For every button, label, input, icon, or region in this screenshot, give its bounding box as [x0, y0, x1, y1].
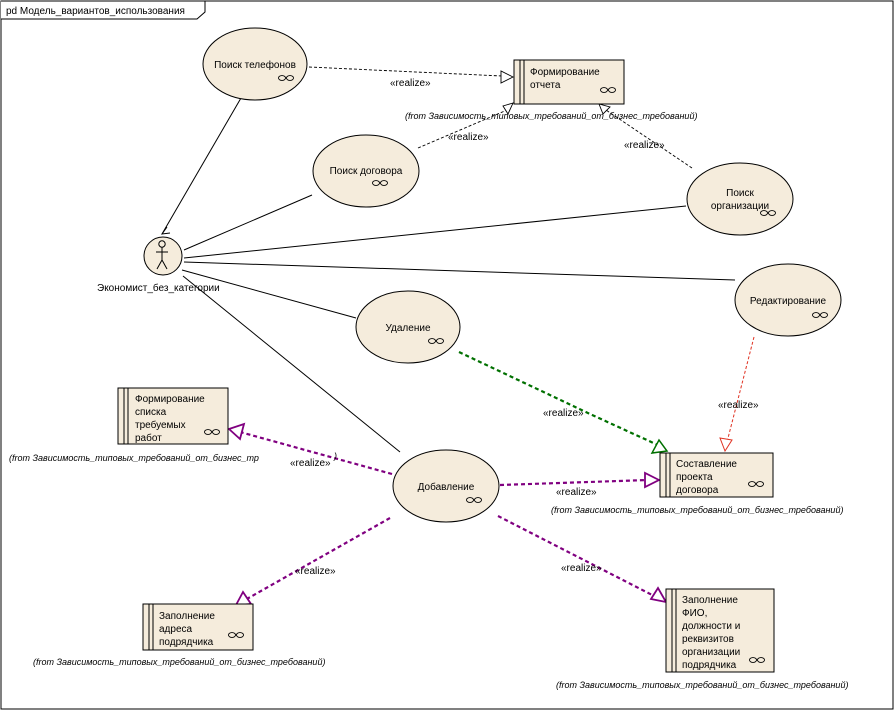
usecase-poisk-dogovora[interactable]: Поиск договора — [312, 134, 420, 208]
assoc-poisk-telefonov — [161, 97, 242, 235]
requirement-formirovanie-spiska[interactable]: Формирование списка требуемых работ — [117, 387, 229, 445]
requirement-formirovanie-otcheta[interactable]: Формирование отчета — [513, 59, 625, 105]
actor-head — [158, 240, 166, 248]
realize-green — [458, 351, 669, 454]
from-note: (from Зависимость_типовых_требований_от_… — [33, 657, 325, 667]
usecase-label: Удаление — [385, 323, 430, 334]
realize-arrowhead — [227, 422, 246, 441]
from-note: (from Зависимость_типовых_требований_от_… — [556, 680, 848, 690]
actor-ekonomist[interactable] — [143, 236, 183, 276]
usecase-label: Добавление — [418, 481, 475, 493]
requirement-line: Формирование — [135, 394, 205, 405]
requirement-line: Составление — [676, 459, 737, 470]
requirement-line: списка — [135, 407, 167, 418]
from-note-tail: ) — [333, 451, 337, 461]
association-lines — [160, 97, 736, 453]
assoc-poisk-dogovora — [183, 194, 313, 251]
realize-arrowhead — [500, 70, 515, 84]
realize-label: «realize» — [290, 458, 331, 469]
usecase-poisk-telefonov[interactable]: Поиск телефонов — [202, 27, 308, 101]
requirement-line: отчета — [530, 80, 561, 91]
realize-label: «realize» — [390, 78, 431, 89]
usecase-label-line1: Поиск — [726, 188, 754, 199]
realize-adres-line — [244, 517, 391, 601]
realize-label: «realize» — [295, 566, 336, 577]
realize-red — [719, 336, 755, 453]
requirement-line: проекта — [676, 472, 713, 483]
assoc-arrowhead — [160, 226, 171, 235]
realize-spisok-line — [239, 430, 393, 476]
usecase-label: Поиск телефонов — [214, 59, 296, 71]
requirement-line: ФИО, — [682, 608, 707, 619]
realize-black — [308, 66, 693, 169]
realize-label: «realize» — [448, 132, 489, 143]
requirement-line: договора — [676, 485, 719, 496]
realize-arrowhead — [598, 103, 611, 115]
actor-name: Экономист_без_категории — [97, 282, 220, 294]
realize-organizacii-line — [605, 109, 693, 169]
realize-label: «realize» — [556, 487, 597, 498]
requirement-line: Заполнение — [159, 611, 215, 622]
requirement-line: реквизитов — [682, 634, 734, 645]
requirement-line: должности и — [682, 621, 740, 632]
realize-arrowhead — [644, 471, 662, 489]
requirement-sostavlenie-proekta[interactable]: Составление проекта договора — [659, 452, 774, 498]
realize-arrowhead — [502, 102, 514, 115]
requirement-line: подрядчика — [682, 660, 737, 671]
assoc-udalenie — [181, 269, 357, 319]
actor-circle — [143, 236, 183, 276]
realize-labels: «realize» «realize» «realize» «realize» … — [295, 78, 759, 577]
requirement-line: подрядчика — [159, 637, 214, 648]
usecase-label-line2: организации — [711, 201, 769, 212]
from-note: (from Зависимость_типовых_требований_от_… — [405, 111, 697, 121]
realize-arrowhead — [649, 586, 668, 604]
usecase-label: Редактирование — [750, 296, 827, 307]
requirement-line: организации — [682, 647, 740, 658]
requirement-line: Формирование — [530, 67, 600, 78]
usecase-label: Поиск договора — [330, 166, 403, 177]
usecase-redaktirovanie[interactable]: Редактирование — [734, 263, 842, 337]
realize-label: «realize» — [624, 140, 665, 151]
realize-fio-line — [497, 515, 659, 599]
usecase-dobavlenie[interactable]: Добавление — [392, 449, 500, 523]
assoc-poisk-organizacii — [183, 205, 687, 259]
realize-label: «realize» — [543, 408, 584, 419]
requirement-line: требуемых — [135, 419, 186, 431]
from-note: (from Зависимость_типовых_требований_от_… — [551, 505, 843, 515]
requirement-zapolnenie-fio[interactable]: Заполнение ФИО, должности и реквизитов о… — [665, 588, 775, 673]
realize-label: «realize» — [718, 400, 759, 411]
requirement-zapolnenie-adresa[interactable]: Заполнение адреса подрядчика — [142, 603, 254, 651]
frame-title: pd Модель_вариантов_использования — [6, 6, 185, 17]
realize-telefonov-line — [308, 66, 503, 77]
realize-proekt-line — [499, 478, 649, 487]
requirement-line: Заполнение — [682, 595, 738, 606]
realize-purple — [239, 430, 659, 601]
requirement-line: работ — [135, 432, 162, 444]
assoc-redaktirovanie — [183, 261, 736, 281]
requirement-line: адреса — [159, 624, 193, 635]
from-note: (from Зависимость_типовых_требований_от_… — [9, 453, 259, 463]
realize-black-heads — [500, 70, 611, 115]
realize-label: «realize» — [561, 563, 602, 574]
realize-dogovora-line — [417, 109, 508, 149]
usecase-poisk-organizacii[interactable]: Поиск организации — [686, 162, 794, 236]
usecase-udalenie[interactable]: Удаление — [355, 290, 461, 364]
assoc-dobavlenie — [182, 275, 401, 453]
